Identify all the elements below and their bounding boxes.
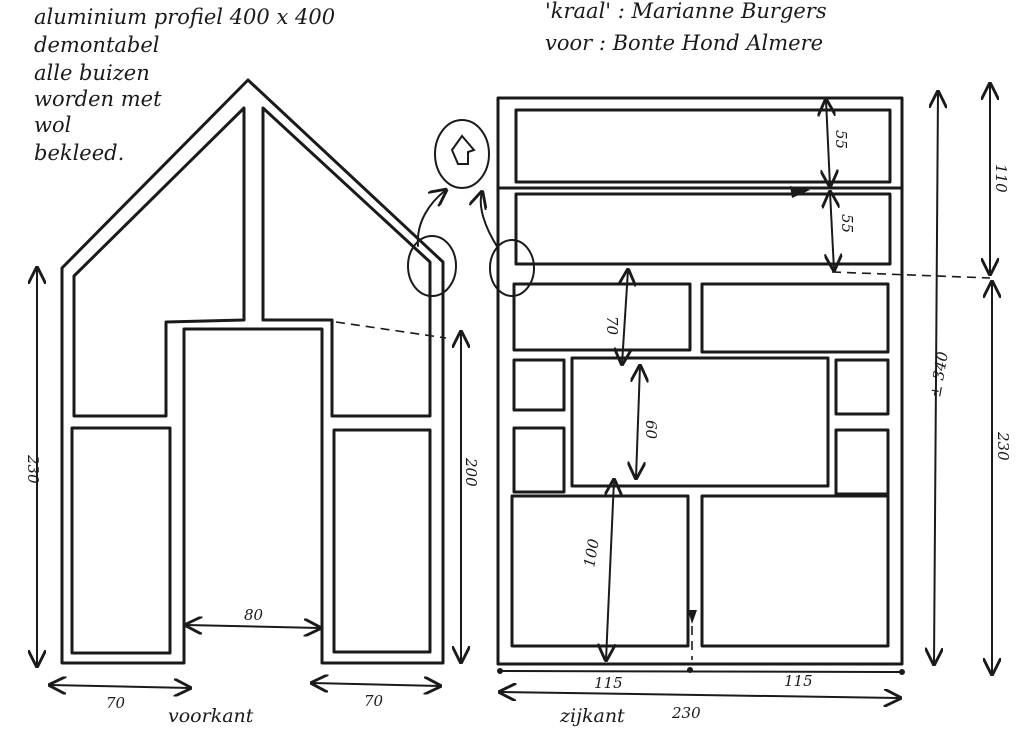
note-line-profile: aluminium profiel 400 x 400 (34, 5, 335, 29)
side-dim-bottom-label: 100 (580, 537, 603, 569)
side-cell-right-column (834, 428, 890, 496)
side-dim-width-label: 230 (671, 704, 701, 722)
profile-detail-icon (450, 134, 476, 165)
side-dim-middle-line (636, 366, 640, 478)
side-dim-wall-height-label: 230 (994, 431, 1012, 461)
side-middle-panel (570, 356, 830, 488)
front-inner-left (72, 106, 246, 418)
side-cell-mid-left (512, 358, 566, 412)
detail-arrow-left (416, 190, 446, 247)
side-outer-frame (496, 96, 904, 666)
side-dim-roof-top-label: 55 (832, 130, 850, 149)
front-dim-door-width-line (186, 625, 320, 628)
side-dim-left-half-label: 115 (594, 674, 623, 692)
note-client: voor : Bonte Hond Almere (545, 31, 823, 55)
front-dim-right-width-label: 70 (364, 692, 384, 710)
side-cell-left-column (512, 426, 566, 494)
side-dash-reference (831, 271, 991, 279)
side-dim-total-height-line (934, 92, 938, 664)
side-dim-bottom-line (606, 480, 614, 660)
note-line-covered-with: worden met (34, 87, 162, 111)
side-cell-bottom-left (510, 494, 690, 648)
note-kraal-author: 'kraal' : Marianne Burgers (545, 0, 827, 23)
profile-notes: aluminium profiel 400 x 400 demontabel a… (34, 5, 335, 165)
front-dim-right-width-line (312, 683, 440, 686)
side-dim-gap-top-line (622, 270, 628, 364)
side-dim-roof-total-label: 110 (992, 164, 1010, 193)
side-dim-width-line (500, 692, 900, 698)
front-dash-reference (335, 321, 447, 339)
side-roof-panel-top (514, 108, 892, 184)
side-detail-circle (489, 239, 535, 297)
side-dim-roof-bottom-line (830, 192, 834, 270)
side-dim-roof-top-line (826, 100, 830, 186)
side-dim-tick-right (899, 669, 905, 675)
front-view: 230 200 80 70 70 voorkant (24, 78, 490, 727)
note-line-covered: bekleed. (34, 141, 124, 165)
front-dim-left-width-line (50, 685, 190, 688)
detail-blowup-circle (434, 119, 490, 189)
side-dim-gap-top-label: 70 (603, 316, 621, 336)
front-panel-left (70, 426, 172, 655)
side-cell-mid-right (834, 358, 890, 416)
front-inner-right (261, 106, 432, 418)
side-view-caption: zijkant (559, 705, 625, 727)
note-line-wool: wol (34, 113, 71, 137)
side-dim-right-half-label: 115 (784, 672, 813, 690)
side-cell-top-left (512, 282, 692, 352)
side-dim-total-height-label: ± 340 (926, 350, 952, 399)
side-dim-halves-line (499, 670, 901, 673)
front-detail-circle (407, 235, 457, 297)
detail-arrow-right (481, 192, 499, 249)
front-dim-height-label: 230 (24, 454, 42, 484)
note-line-demountable: demontabel (34, 33, 160, 57)
note-line-tubes: alle buizen (34, 61, 150, 85)
side-dim-roof-bottom-label: 55 (838, 214, 856, 233)
side-cell-top-right (700, 282, 890, 354)
side-view: 55 55 70 60 100 110 230 ± 340 115 115 zi… (481, 84, 1012, 727)
front-view-caption: voorkant (168, 705, 254, 727)
side-center-marker (688, 610, 697, 624)
front-outer-frame (60, 78, 445, 665)
side-roof-panel-bottom (514, 192, 892, 266)
front-dim-door-height-label: 200 (462, 457, 480, 487)
front-dim-door-width-label: 80 (244, 606, 264, 624)
side-roof-marker (790, 186, 810, 198)
front-dim-left-width-label: 70 (106, 694, 126, 712)
side-cell-bottom-right (700, 494, 890, 648)
side-dim-middle-label: 60 (642, 420, 660, 440)
front-panel-right (332, 428, 432, 654)
